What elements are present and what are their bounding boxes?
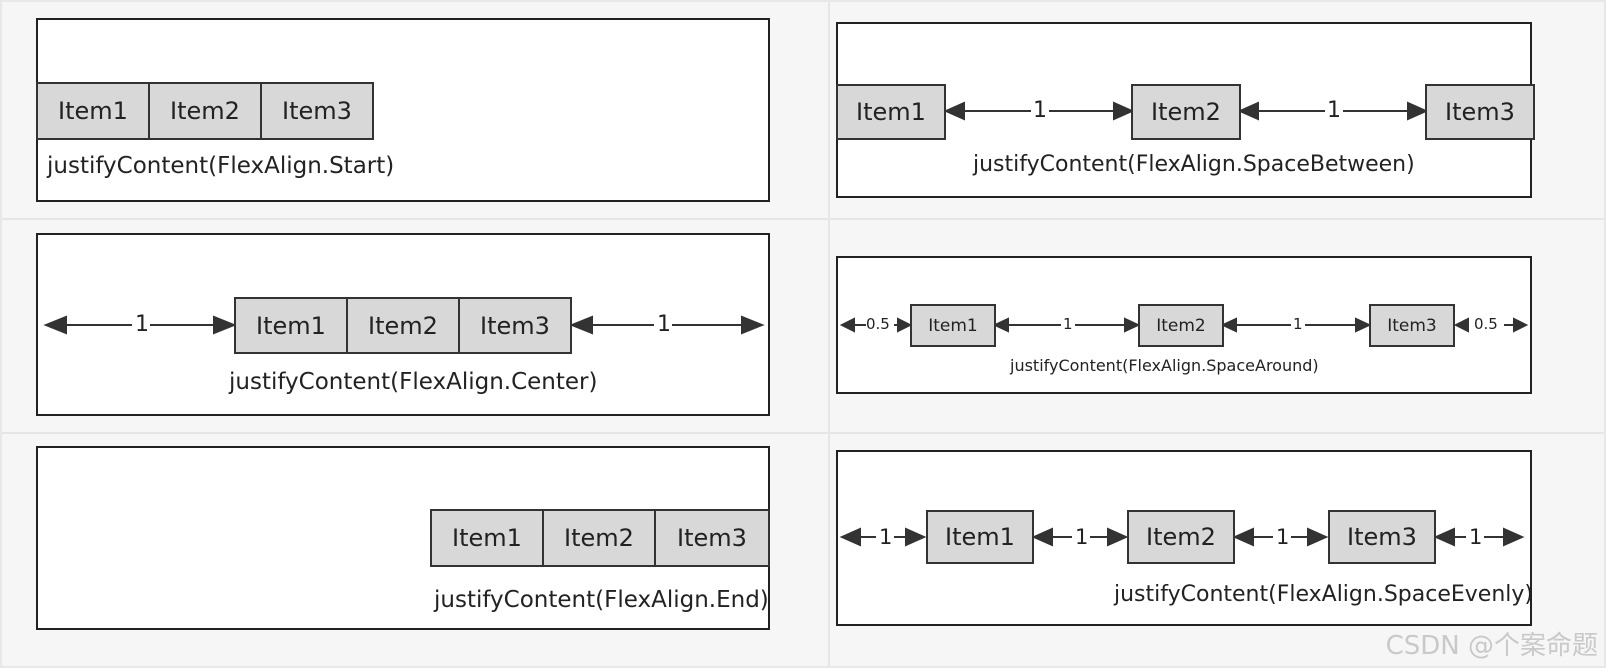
arrow-head-right (1113, 101, 1135, 121)
arrow-head-right (1407, 101, 1429, 121)
arrow-head-left (943, 101, 965, 121)
row-divider-1 (2, 218, 1604, 220)
panel-flexalign-space-around: 0.5 1 1 0.5 Item1 Item2 Item3 justifyCon… (836, 256, 1532, 394)
gap-label: 1 (1033, 98, 1047, 123)
item-box-3: Item3 (260, 82, 374, 140)
item-box-2: Item2 (148, 82, 262, 140)
item-box-3: Item3 (1328, 510, 1436, 564)
item-box-3: Item3 (654, 509, 770, 567)
item-box-2: Item2 (1138, 304, 1224, 347)
panel-flexalign-center: 1 1 Item1 Item2 Item3 justifyContent(Fle… (36, 233, 770, 416)
panel-flexalign-end: Item1 Item2 Item3 justifyContent(FlexAli… (36, 446, 770, 630)
row-divider-2 (2, 432, 1604, 434)
arrow-head-right (905, 527, 927, 547)
item-box-1: Item1 (910, 304, 996, 347)
column-divider (828, 2, 830, 666)
arrow-head-right (1124, 317, 1141, 333)
arrow-head-right (213, 315, 237, 335)
arrow-head-left (1232, 527, 1254, 547)
caption-start: justifyContent(FlexAlign.Start) (47, 153, 395, 179)
gap-arrows-space-around (839, 317, 1529, 333)
item-box-3: Item3 (1425, 84, 1535, 140)
arrow-head-right (1513, 317, 1529, 333)
gap-label: 1 (135, 312, 149, 337)
item-box-1: Item1 (926, 510, 1034, 564)
arrow-head-right (1503, 527, 1525, 547)
arrow-head-left (1220, 317, 1237, 333)
arrow-head-left (839, 527, 861, 547)
gap-label: 1 (879, 525, 893, 549)
arrow-head-right (897, 317, 913, 333)
item-box-1: Item1 (836, 84, 946, 140)
arrow-head-left (839, 317, 855, 333)
gap-label: 0.5 (1474, 315, 1498, 333)
item-box-1: Item1 (234, 297, 348, 354)
arrow-head-left (43, 315, 67, 335)
gap-label: 0.5 (866, 315, 890, 333)
panel-flexalign-space-evenly: 1 1 1 1 Item1 Item2 Item3 justifyContent… (836, 450, 1533, 626)
caption-space-around: justifyContent(FlexAlign.SpaceAround) (1010, 356, 1319, 375)
caption-end: justifyContent(FlexAlign.End) (434, 587, 769, 613)
item-box-3: Item3 (458, 297, 572, 354)
item-box-2: Item2 (1131, 84, 1241, 140)
arrow-head-left (1031, 527, 1053, 547)
arrow-head-left (992, 317, 1009, 333)
arrow-head-left (1453, 317, 1469, 333)
gap-label: 1 (1276, 525, 1290, 549)
gap-arrows-space-evenly (839, 527, 1525, 547)
item-box-2: Item2 (346, 297, 460, 354)
gap-label: 1 (1469, 525, 1483, 549)
caption-center: justifyContent(FlexAlign.Center) (229, 369, 598, 395)
caption-space-evenly: justifyContent(FlexAlign.SpaceEvenly) (1114, 582, 1533, 607)
panel-flexalign-start: Item1 Item2 Item3 justifyContent(FlexAli… (36, 18, 770, 202)
item-box-2: Item2 (1127, 510, 1235, 564)
gap-arrows-space-between (943, 101, 1429, 121)
item-box-2: Item2 (542, 509, 656, 567)
arrow-head-left (1433, 527, 1455, 547)
arrow-head-left (1237, 101, 1259, 121)
gap-label: 1 (1327, 98, 1341, 123)
arrow-head-right (741, 315, 765, 335)
arrow-head-right (1355, 317, 1372, 333)
arrow-head-right (1307, 527, 1329, 547)
gap-label: 1 (1063, 315, 1073, 333)
panel-flexalign-space-between: 1 1 Item1 Item2 Item3 justifyContent(Fle… (836, 22, 1535, 198)
arrow-head-right (1107, 527, 1129, 547)
gap-label: 1 (1075, 525, 1089, 549)
item-box-1: Item1 (430, 509, 544, 567)
arrow-head-left (569, 315, 593, 335)
item-box-1: Item1 (36, 82, 150, 140)
gap-arrows-center (43, 315, 765, 335)
gap-label: 1 (1293, 315, 1303, 333)
gap-label: 1 (657, 312, 671, 337)
caption-space-between: justifyContent(FlexAlign.SpaceBetween) (973, 152, 1415, 177)
watermark: CSDN @个案命题 (1385, 631, 1598, 661)
item-box-3: Item3 (1369, 304, 1455, 347)
